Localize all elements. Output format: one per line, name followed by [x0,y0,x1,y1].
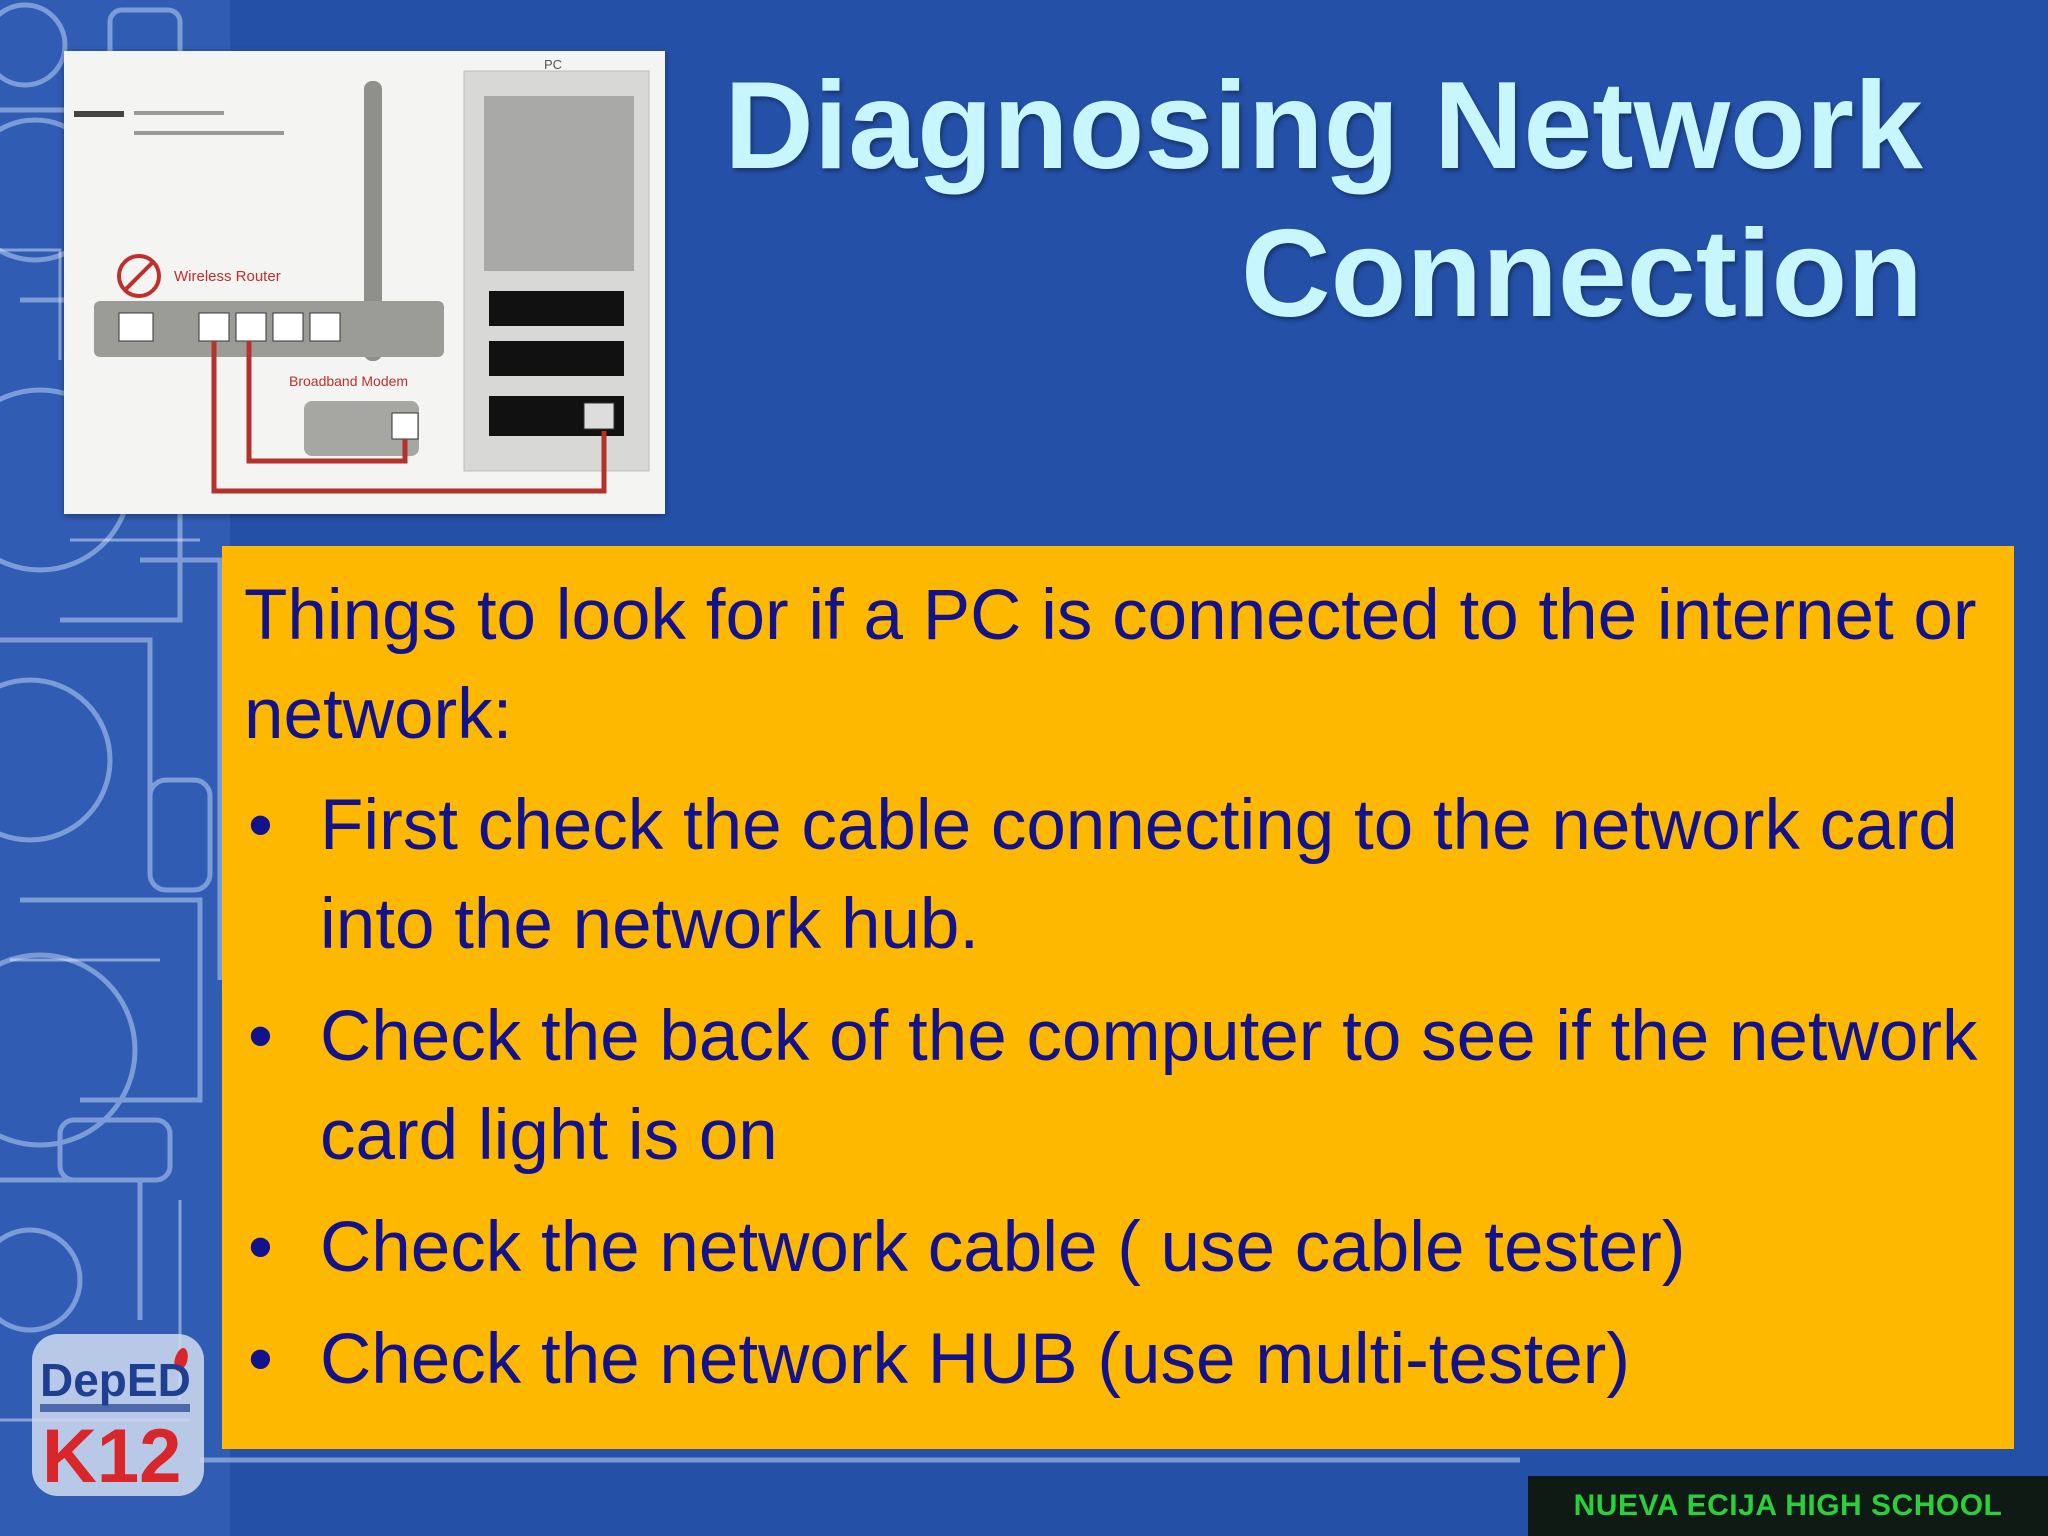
intro-text: Things to look for if a PC is connected … [244,576,1977,754]
pc-tower-illustration [463,70,650,472]
router-illustration [94,81,444,361]
bullet-item: • First check the cable connecting to th… [242,776,1994,974]
content-box: Things to look for if a PC is connected … [222,546,2014,1449]
bullet-dot-icon: • [248,1208,273,1287]
modem-illustration [304,401,419,456]
pc-label: PC [544,57,562,72]
bullet-dot-icon: • [248,997,273,1076]
router-label: Wireless Router [174,268,281,285]
slide-title-line2: Connection [1241,205,1923,343]
modem-label: Broadband Modem [289,373,408,389]
footer-school-name: NUEVA ECIJA HIGH SCHOOL [1573,1489,2003,1522]
bullet-item: • Check the network HUB (use multi-teste… [242,1310,1994,1409]
slide-title-line1: Diagnosing Network [724,57,1923,195]
network-diagram-image: PC Wireless Router Broadband Modem [64,51,665,514]
bullet-list: • First check the cable connecting to th… [242,776,1994,1409]
network-cables [211,341,607,494]
bullet-item: • Check the network cable ( use cable te… [242,1198,1994,1297]
bullet-dot-icon: • [248,1320,273,1399]
bullet-item: • Check the back of the computer to see … [242,987,1994,1185]
bullet-dot-icon: • [248,786,273,865]
bullet-text: Check the back of the computer to see if… [320,997,1978,1175]
bullet-text: First check the cable connecting to the … [320,786,1958,964]
slide-title: Diagnosing Network Connection [623,52,1923,348]
logo-k12-text: K12 [42,1414,181,1499]
footer-school-banner: NUEVA ECIJA HIGH SCHOOL [1528,1476,2048,1536]
logo-deped-text: DepED [40,1354,191,1406]
bullet-text: Check the network cable ( use cable test… [320,1208,1686,1287]
bullet-text: Check the network HUB (use multi-tester) [320,1320,1630,1399]
deped-k12-logo: DepED K12 [32,1334,204,1499]
